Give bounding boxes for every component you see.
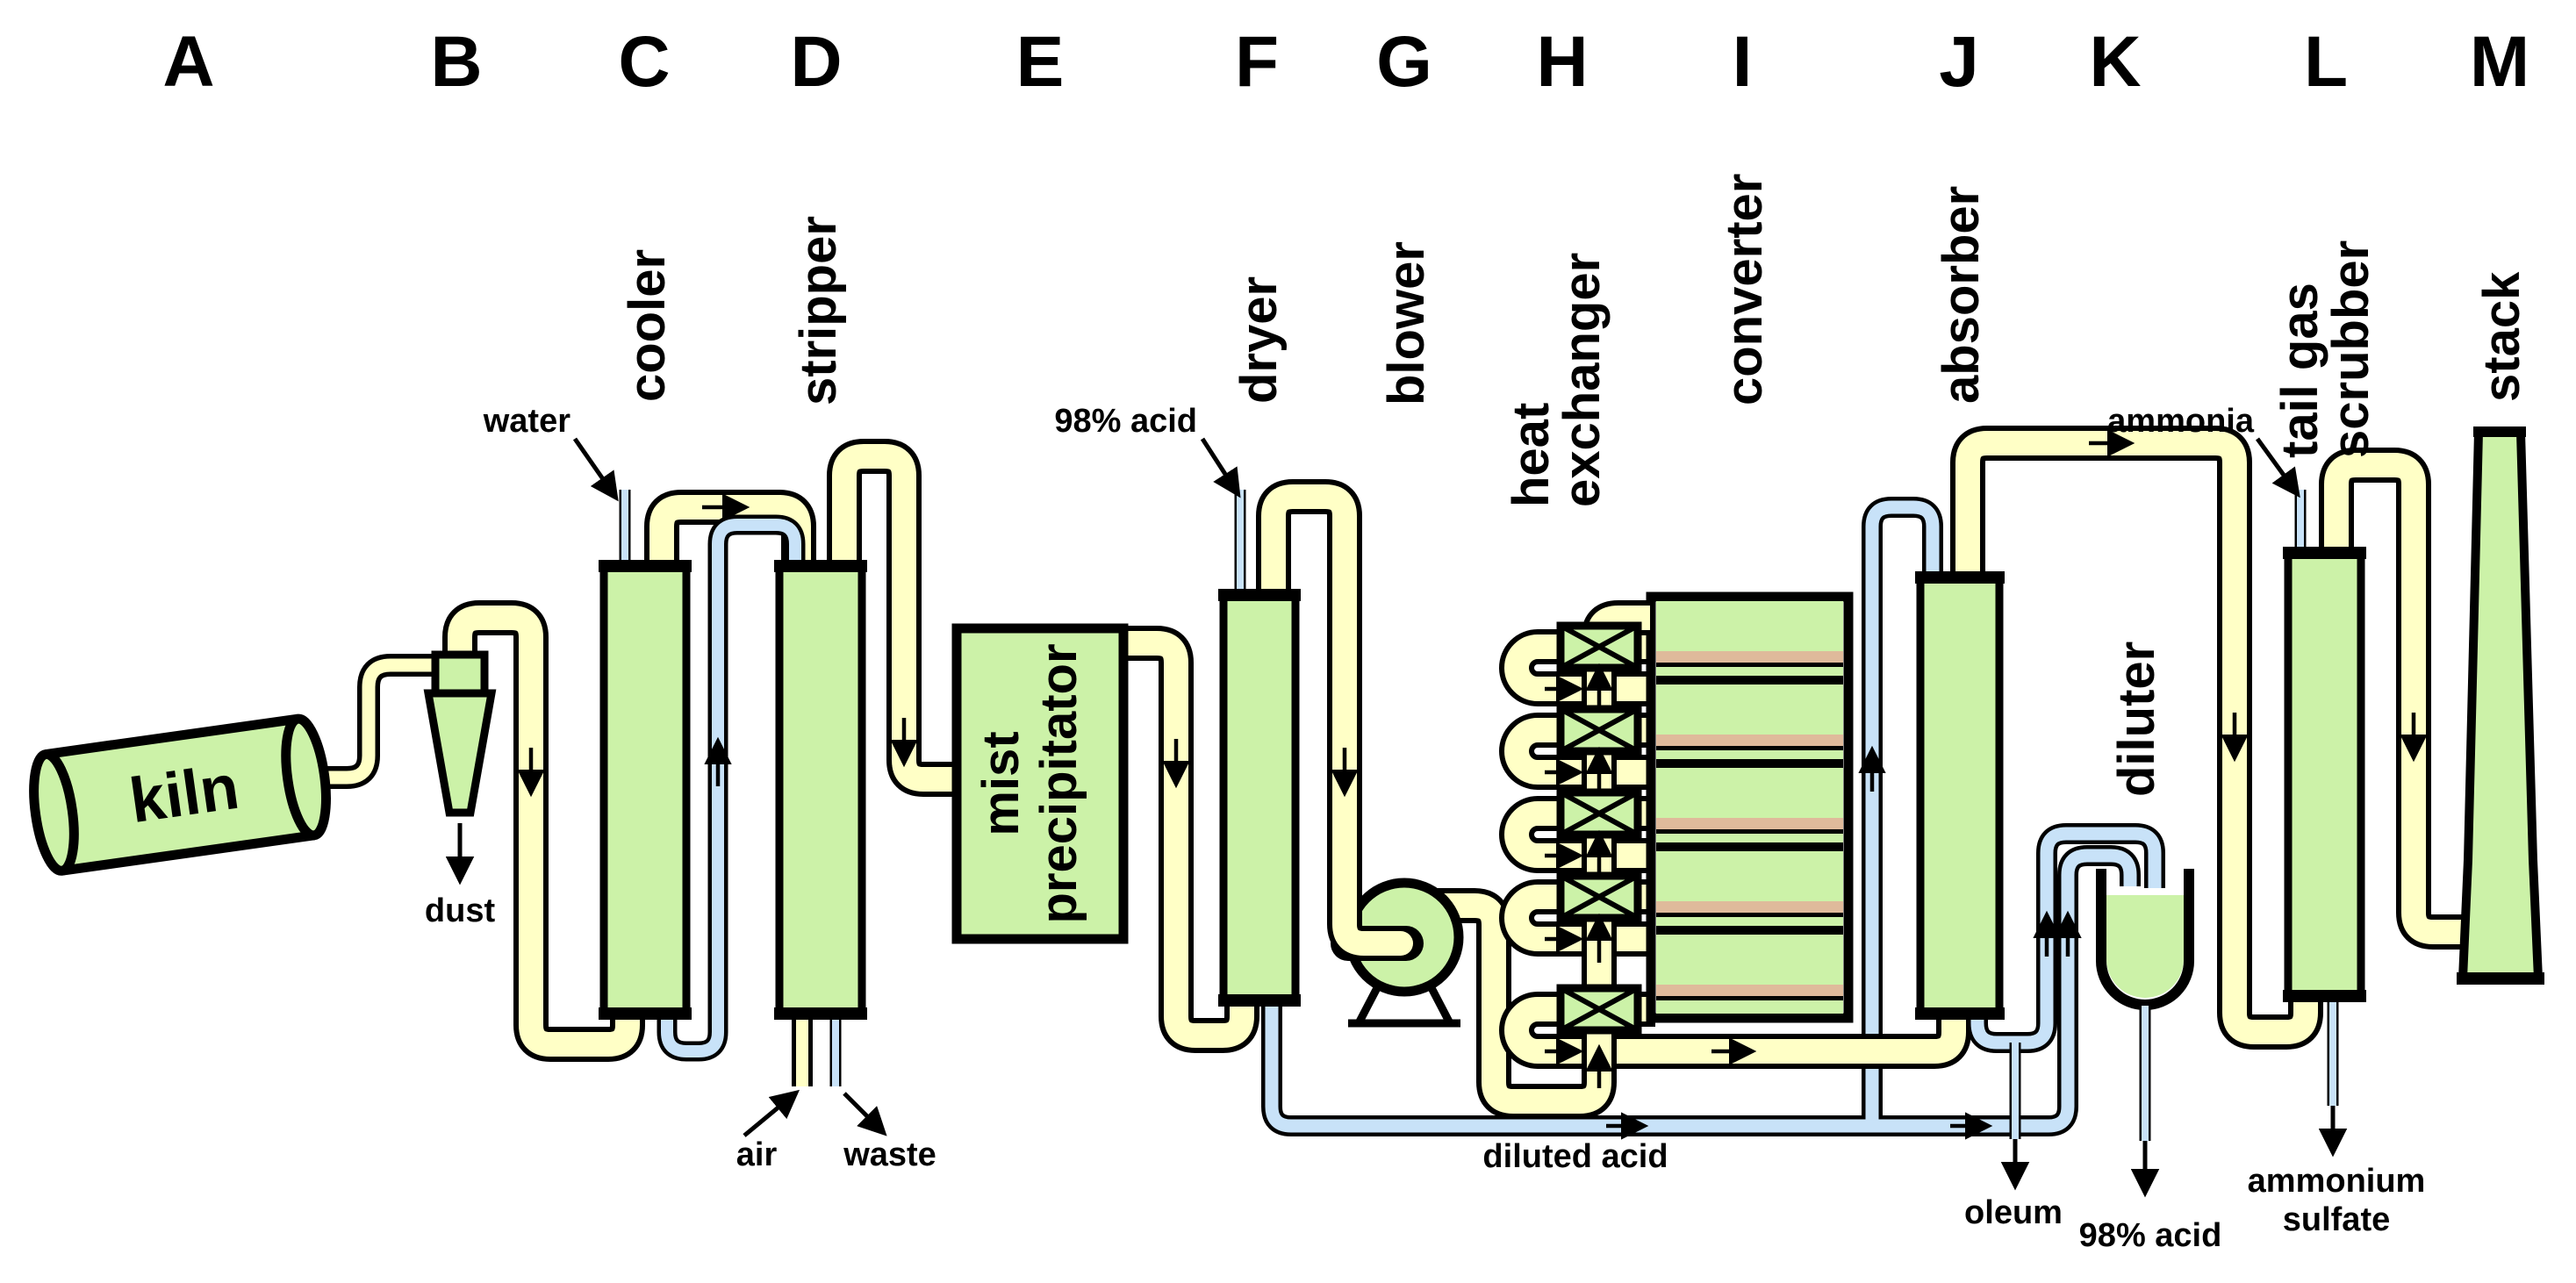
mist-precipitator-label-line1: mist: [972, 731, 1030, 835]
ammonium-sulfate-label-line1: ammonium: [2248, 1163, 2426, 1200]
heat-exchanger-box: [1556, 788, 1642, 839]
dryer-label: dryer: [1231, 276, 1288, 404]
blower-label: blower: [1378, 241, 1435, 405]
stage-letter-b: B: [430, 22, 482, 102]
cooler-label: cooler: [619, 249, 676, 402]
acid-product-label: 98% acid: [2079, 1217, 2222, 1254]
tail-gas-scrubber-label-line1: tail gas: [2271, 283, 2328, 458]
mist-precipitator-label-line2: precipitator: [1030, 643, 1087, 923]
stage-letter-d: D: [790, 22, 842, 102]
stripper-label: stripper: [790, 216, 847, 405]
ammonia-label: ammonia: [2107, 403, 2255, 440]
stage-letter-c: C: [618, 22, 670, 102]
stage-letter-m: M: [2470, 22, 2529, 102]
air-arrow: [743, 1089, 800, 1137]
cyclone: [423, 650, 497, 817]
oleum-label: oleum: [1964, 1194, 2063, 1231]
absorber-column: [1915, 571, 2005, 1020]
converter-outlet-to-absorber-pipe: [1499, 992, 1971, 1069]
dryer-outlet-pipe: [1256, 479, 1371, 961]
heat-exchanger-box: [1556, 871, 1642, 922]
converter: [1646, 591, 1854, 1023]
kiln: kiln: [29, 713, 331, 876]
stage-letter-i: I: [1733, 22, 1753, 102]
cyclone-outlet-pipe: [442, 600, 645, 1062]
heat-exchanger-converter-stubs: [1631, 629, 1655, 1027]
stage-letter-l: L: [2304, 22, 2348, 102]
heat-exchanger-loops: [1499, 629, 1654, 957]
converter-catalyst-strips: [1656, 651, 1843, 996]
mist-precipitator: [951, 623, 1129, 944]
flow-arrows: [517, 429, 2428, 1140]
stage-letter-row: A B C D E F G H I J K L M: [162, 22, 2529, 102]
kiln-label: kiln: [126, 752, 243, 836]
heat-exchanger-box: [1556, 621, 1642, 672]
converter-label: converter: [1716, 174, 1773, 405]
ammonium-sulfate-label-line2: sulfate: [2283, 1201, 2390, 1238]
diluter-label: diluter: [2108, 642, 2165, 797]
heat-exchanger-box: [1556, 705, 1642, 756]
heat-exchanger-label-line2: exchanger: [1553, 253, 1611, 507]
water-arrow: [572, 437, 619, 502]
heat-exchangers: [1556, 621, 1642, 1035]
stage-letter-f: F: [1235, 22, 1279, 102]
diluted-acid-line: [1261, 497, 2141, 1136]
converter-beds: [1656, 601, 1843, 1014]
heat-exchanger-label-line1: heat: [1503, 403, 1560, 507]
cooler-column: [599, 560, 692, 1020]
stage-letter-k: K: [2089, 22, 2141, 102]
heat-exchanger-box: [1556, 984, 1642, 1035]
converter-bed-dividers: [1656, 663, 1843, 1000]
diluter-vessel: [2096, 869, 2194, 1010]
waste-label: waste: [843, 1136, 936, 1173]
dust-label: dust: [425, 892, 496, 929]
acid-feed-label: 98% acid: [1054, 403, 1197, 440]
kiln-outlet-pipe: [294, 654, 437, 789]
ammonia-arrow: [2255, 437, 2300, 498]
acid-feed-arrow: [1200, 437, 1241, 498]
diluted-acid-label: diluted acid: [1482, 1138, 1668, 1175]
stage-letter-a: A: [162, 22, 214, 102]
water-label: water: [483, 403, 570, 440]
stage-letter-g: G: [1376, 22, 1432, 102]
diluter-liquid: [2106, 895, 2184, 998]
stage-letter-h: H: [1536, 22, 1588, 102]
absorber-label: absorber: [1933, 186, 1990, 404]
tail-gas-scrubber-column: [2283, 547, 2366, 1002]
stack-label: stack: [2473, 271, 2530, 402]
dryer-column: [1218, 589, 1301, 1007]
air-label: air: [736, 1136, 778, 1173]
scrubber-outlet-pipe: [2319, 448, 2468, 950]
stack: [2457, 426, 2544, 985]
blower-outlet-pipe: [1424, 888, 1590, 1119]
mist-precipitator-outlet-pipe: [1122, 626, 1259, 1053]
waste-arrow: [843, 1092, 887, 1136]
tail-gas-scrubber-label-line2: scrubber: [2322, 240, 2379, 458]
stripper-column: [774, 560, 867, 1020]
cooler-to-stripper-acid-pipe: [657, 514, 806, 1062]
stage-letter-e: E: [1016, 22, 1065, 102]
stage-letter-j: J: [1939, 22, 1979, 102]
stripper-outlet-pipe: [827, 439, 960, 797]
